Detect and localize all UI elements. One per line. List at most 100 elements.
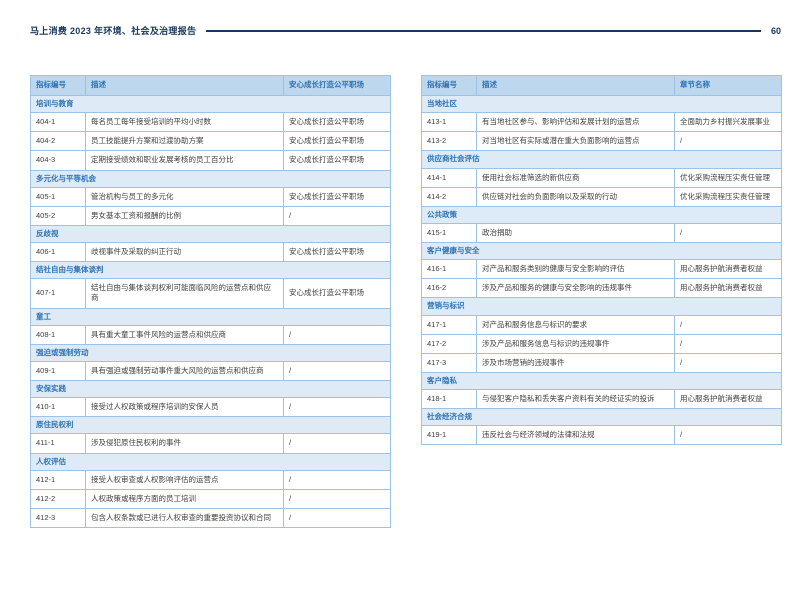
indicator-description: 定期接受绩效和职业发展考核的员工百分比 xyxy=(85,150,284,171)
category-label: 培训与教育 xyxy=(30,94,391,114)
indicator-chapter: / xyxy=(283,433,391,454)
col-header-chapter: 安心成长打造公平职场 xyxy=(283,75,391,96)
indicator-chapter: / xyxy=(283,324,391,345)
indicator-id: 406-1 xyxy=(30,241,86,263)
category-row: 原住民权利 xyxy=(30,416,391,435)
col-header-chapter: 章节名称 xyxy=(674,75,782,96)
category-row: 当地社区 xyxy=(421,94,782,114)
indicator-id: 405-1 xyxy=(30,186,86,207)
indicator-description: 涉及侵犯原住民权利的事件 xyxy=(85,433,284,454)
indicator-chapter: 安心成长打造公平职场 xyxy=(283,131,391,152)
indicator-id: 412-1 xyxy=(30,469,86,490)
indicator-id: 404-2 xyxy=(30,131,86,152)
indicator-chapter: / xyxy=(674,333,782,354)
col-header-indicator-id: 指标编号 xyxy=(421,75,477,96)
category-row: 多元化与平等机会 xyxy=(30,169,391,188)
indicator-description: 政治捐助 xyxy=(476,222,675,244)
category-row: 安保实践 xyxy=(30,379,391,399)
category-label: 客户健康与安全 xyxy=(421,241,782,261)
category-label: 社会经济合规 xyxy=(421,408,782,427)
indicator-chapter: 用心服务护航消费者权益 xyxy=(674,259,782,280)
indicator-chapter: / xyxy=(283,360,391,382)
indicator-description: 供应链对社会的负面影响以及采取的行动 xyxy=(476,186,675,207)
indicator-id: 404-1 xyxy=(30,112,86,133)
indicator-chapter: / xyxy=(283,469,391,490)
indicator-id: 415-1 xyxy=(421,222,477,244)
table-header-row: 指标编号 描述 章节名称 xyxy=(421,75,782,96)
indicator-id: 414-1 xyxy=(421,167,477,188)
category-row: 强迫或强制劳动 xyxy=(30,343,391,362)
indicator-description: 具有重大童工事件风险的运营点和供应商 xyxy=(85,324,284,345)
indicator-id: 409-1 xyxy=(30,360,86,382)
indicator-id: 407-1 xyxy=(30,278,86,309)
indicator-chapter: 优化采购流程压实责任管理 xyxy=(674,167,782,188)
indicator-chapter: / xyxy=(674,425,782,446)
category-row: 供应商社会评估 xyxy=(421,150,782,169)
indicator-id: 408-1 xyxy=(30,324,86,345)
indicator-description: 对产品和服务信息与标识的要求 xyxy=(476,314,675,335)
indicator-id: 404-3 xyxy=(30,150,86,171)
indicator-id: 413-1 xyxy=(421,112,477,133)
category-label: 安保实践 xyxy=(30,379,391,399)
indicator-chapter: / xyxy=(674,222,782,244)
indicator-description: 歧视事件及采取的纠正行动 xyxy=(85,241,284,263)
table-header-row: 指标编号 描述 安心成长打造公平职场 xyxy=(30,75,391,96)
category-label: 客户隐私 xyxy=(421,371,782,391)
indicator-description: 男女基本工资和报酬的比例 xyxy=(85,205,284,226)
indicator-chapter: / xyxy=(674,131,782,152)
indicator-id: 417-2 xyxy=(421,333,477,354)
indicator-chapter: 安心成长打造公平职场 xyxy=(283,112,391,133)
indicator-description: 人权政策或程序方面的员工培训 xyxy=(85,488,284,509)
indicator-description: 管治机构与员工的多元化 xyxy=(85,186,284,207)
category-label: 结社自由与集体谈判 xyxy=(30,261,391,280)
indicator-chapter: 优化采购流程压实责任管理 xyxy=(674,186,782,207)
indicator-chapter: 全面助力乡村振兴发展事业 xyxy=(674,112,782,133)
indicator-description: 接受人权审查或人权影响评估的运营点 xyxy=(85,469,284,490)
indicator-id: 419-1 xyxy=(421,425,477,446)
indicator-id: 418-1 xyxy=(421,388,477,410)
indicator-id: 410-1 xyxy=(30,397,86,418)
indicator-chapter: / xyxy=(283,488,391,509)
indicator-id: 413-2 xyxy=(421,131,477,152)
indicator-chapter: 用心服务护航消费者权益 xyxy=(674,388,782,410)
indicator-id: 411-1 xyxy=(30,433,86,454)
category-row: 公共政策 xyxy=(421,205,782,224)
header-rule xyxy=(206,29,761,32)
category-label: 强迫或强制劳动 xyxy=(30,343,391,362)
indicator-description: 对产品和服务类别的健康与安全影响的评估 xyxy=(476,259,675,280)
indicator-chapter: / xyxy=(674,314,782,335)
report-title: 马上消费 2023 年环境、社会及治理报告 xyxy=(30,26,197,36)
category-row: 人权评估 xyxy=(30,452,391,471)
indicator-description: 有当地社区参与、影响评估和发展计划的运营点 xyxy=(476,112,675,133)
indicator-description: 每名员工每年接受培训的平均小时数 xyxy=(85,112,284,133)
indicator-id: 416-1 xyxy=(421,259,477,280)
indicator-description: 涉及产品和服务的健康与安全影响的违规事件 xyxy=(476,278,675,299)
indicator-id: 417-3 xyxy=(421,352,477,373)
indicator-chapter: 用心服务护航消费者权益 xyxy=(674,278,782,299)
indicator-chapter: / xyxy=(283,507,391,529)
indicator-description: 涉及市场营销的违规事件 xyxy=(476,352,675,373)
indicator-chapter: 安心成长打造公平职场 xyxy=(283,278,391,309)
indicator-description: 结社自由与集体谈判权利可能面临风险的运营点和供应商 xyxy=(85,278,284,309)
indicator-id: 405-2 xyxy=(30,205,86,226)
indicator-description: 使用社会标准筛选的新供应商 xyxy=(476,167,675,188)
category-row: 客户健康与安全 xyxy=(421,241,782,261)
indicator-description: 具有强迫或强制劳动事件重大风险的运营点和供应商 xyxy=(85,360,284,382)
category-row: 营销与标识 xyxy=(421,297,782,316)
